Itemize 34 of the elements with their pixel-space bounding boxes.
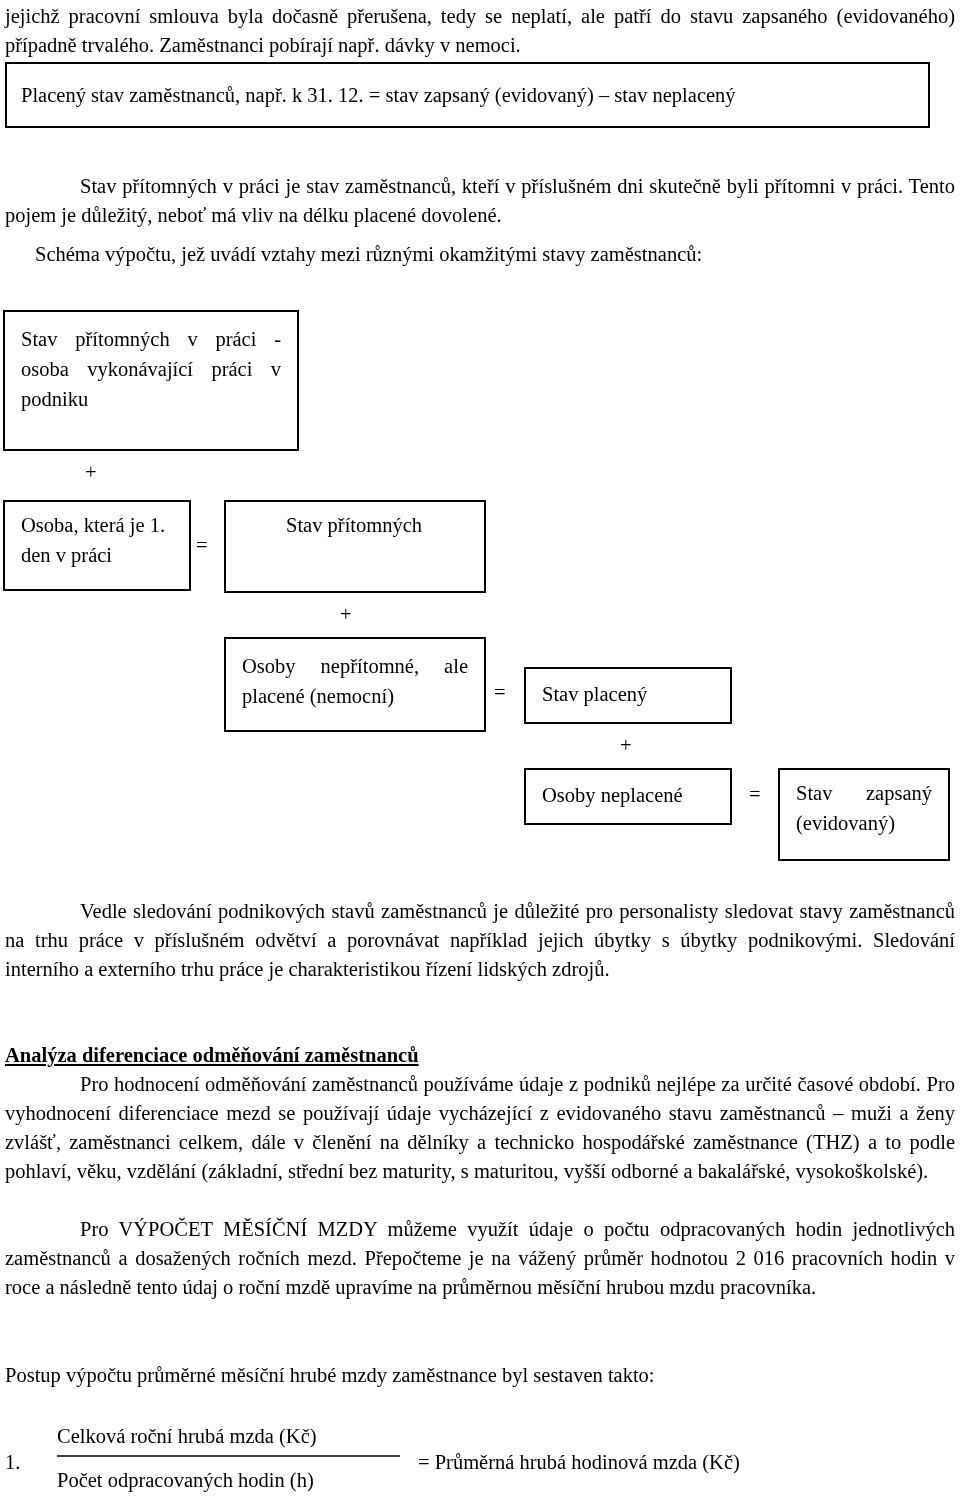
state-box <box>778 768 950 861</box>
plus-sign: + <box>620 733 632 758</box>
box-text: Placený stav zaměstnanců, např. k 31. 12. = stav zapsaný (evidovaný) – stav neplacený <box>21 83 737 109</box>
box-text: Osoby nepřítomné, ale placené (nemocní) <box>242 654 468 710</box>
equals-sign: = <box>749 782 761 807</box>
formula-number: 1. <box>5 1450 21 1475</box>
paragraph: Pro VÝPOČET MĚSÍČNÍ MZDY můžeme využít údaje o počtu odpracovaných hodin jednotlivých zaměstnanců a dosažených ročních mezd. Přepočteme je na vážený průměr hodnotou 2 016 pracovních hodin v roce a následně tento údaj o roční mzdě upravíme na průměrnou měsíční hrubou mzdu pracovníka. <box>5 1216 955 1301</box>
paragraph: Vedle sledování podnikových stavů zaměstnanců je důležité pro personalisty sledovat stavy zaměstnanců na trhu práce v příslušném odvětví a porovnávat například jejich úbytky s úbytky podnikovými. Sledování interního a externího trhu práce je charakteristikou řízení lidských zdrojů. <box>5 899 955 983</box>
formula-box <box>5 62 930 128</box>
state-box <box>3 500 191 591</box>
intro-text: Postup výpočtu průměrné měsíční hrubé mzdy zaměstnance byl sestaven takto: <box>5 1363 655 1389</box>
section-heading: Analýza diferenciace odměňování zaměstnanců <box>5 1043 419 1069</box>
box-text: Stav přítomných v práci - osoba vykonávající práci v podniku <box>21 327 281 413</box>
box-text: Stav zapsaný (evidovaný) <box>796 781 932 837</box>
box-text: Stav přítomných <box>286 513 424 539</box>
box-text: Osoby neplacené <box>542 783 684 809</box>
box-text: Osoba, která je 1. den v práci <box>21 513 167 569</box>
equals-sign: = <box>196 533 208 558</box>
plus-sign: + <box>340 602 352 627</box>
state-box <box>524 768 732 825</box>
state-box <box>3 310 299 451</box>
intro-text: Schéma výpočtu, jež uvádí vztahy mezi různými okamžitými stavy zaměstnanců: <box>35 242 703 268</box>
box-text: Stav placený <box>542 682 649 708</box>
paragraph: Pro hodnocení odměňování zaměstnanců používáme údaje z podniků nejlépe za určité časové období. Pro vyhodnocení diferenciace mezd se používají údaje vycházející z evidovaného stavu zaměstnanců – muži a ženy zvlášť, zaměstnanci celkem, dále v členění na dělníky a technicko hospodářské zaměstnance (THZ) a to podle pohlaví, věku, vzdělání (základní, střední bez maturity, s maturitou, vyšší odborné a bakalářské, vysokoškolské). <box>5 1072 955 1185</box>
denominator: Počet odpracovaných hodin (h) <box>57 1468 314 1494</box>
state-box <box>224 637 486 732</box>
state-box <box>524 667 732 724</box>
paragraph: jejichž pracovní smlouva byla dočasně přerušena, tedy se neplatí, ale patří do stavu zapsaného (evidovaného) případně trvalého. Zaměstnanci pobírají např. dávky v nemoci. <box>5 4 955 59</box>
formula-result: = Průměrná hrubá hodinová mzda (Kč) <box>418 1450 740 1476</box>
numerator: Celková roční hrubá mzda (Kč) <box>57 1424 317 1450</box>
plus-sign: + <box>85 460 97 485</box>
state-box <box>224 500 486 593</box>
paragraph: Stav přítomných v práci je stav zaměstnanců, kteří v příslušném dni skutečně byli přítomni v práci. Tento pojem je důležitý, neboť má vliv na délku placené dovolené. <box>5 174 955 229</box>
equals-sign: = <box>494 680 506 705</box>
